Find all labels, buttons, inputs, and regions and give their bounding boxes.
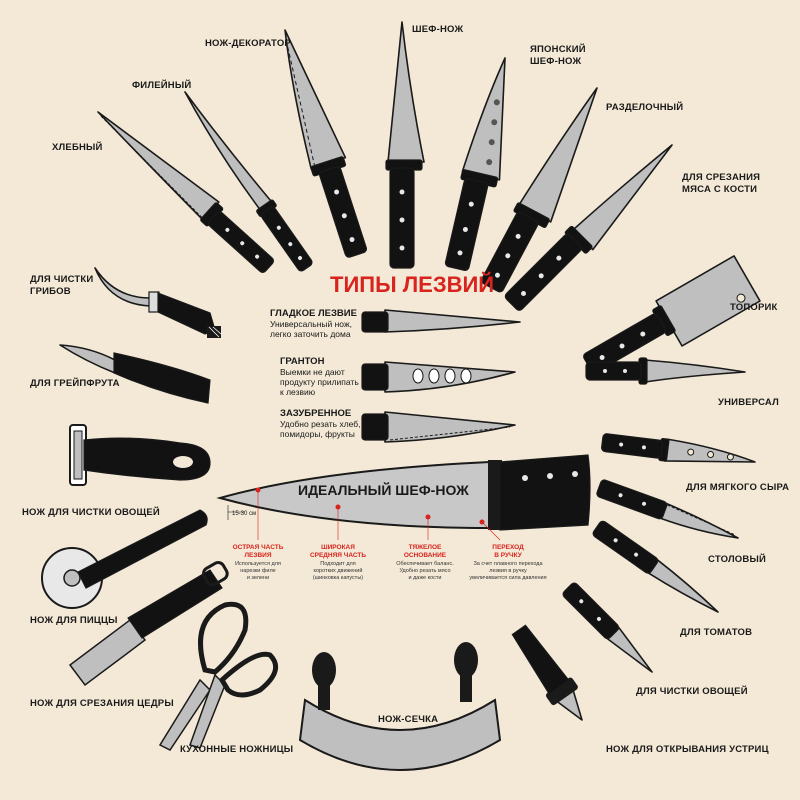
svg-text:Выемки не дают: Выемки не дают: [280, 367, 345, 377]
label-mezzaluna: НОЖ-СЕЧКА: [378, 714, 438, 725]
label-tomato: ДЛЯ ТОМАТОВ: [680, 627, 752, 638]
label-bread: ХЛЕБНЫЙ: [52, 141, 103, 153]
svg-text:ГРАНТОН: ГРАНТОН: [280, 356, 325, 367]
svg-text:и даже кости: и даже кости: [408, 575, 441, 581]
svg-text:продукту прилипать: продукту прилипать: [280, 377, 359, 387]
ideal-part-bolster: ПЕРЕХОД В РУЧКУ За счет плавного переход…: [469, 544, 546, 581]
label-boning-2: МЯСА С КОСТИ: [682, 184, 757, 195]
label-zester: НОЖ ДЛЯ СРЕЗАНИЯ ЦЕДРЫ: [30, 698, 174, 709]
svg-text:Удобно резать мясо: Удобно резать мясо: [399, 568, 450, 574]
svg-text:Используется для: Используется для: [235, 561, 281, 567]
mezzaluna: [298, 642, 502, 771]
paring-knife: [562, 582, 653, 673]
ideal-part-heel: ТЯЖЕЛОЕ ОСНОВАНИЕ Обеспечивает баланс. У…: [396, 544, 454, 581]
universal-knife: [585, 357, 746, 385]
svg-text:ОСНОВАНИЕ: ОСНОВАНИЕ: [404, 552, 447, 559]
svg-text:увеличивается сила давления: увеличивается сила давления: [469, 575, 546, 581]
ideal-chef-knife: [216, 454, 591, 541]
label-scissors: КУХОННЫЕ НОЖНИЦЫ: [180, 744, 293, 755]
label-paring: ДЛЯ ЧИСТКИ ОВОЩЕЙ: [636, 685, 748, 697]
granton-blade: [361, 361, 516, 393]
svg-text:(шинковка капусты): (шинковка капусты): [313, 575, 363, 581]
blade-types-title: ТИПЫ ЛЕЗВИЙ: [330, 272, 494, 297]
vegetable-peeler: [69, 424, 211, 486]
svg-text:СРЕДНЯЯ ЧАСТЬ: СРЕДНЯЯ ЧАСТЬ: [310, 552, 366, 559]
blade-type-smooth-label: ГЛАДКОЕ ЛЕЗВИЕ Универсальный нож, легко …: [270, 308, 357, 339]
bread-knife: [97, 111, 274, 273]
svg-text:легко заточить дома: легко заточить дома: [270, 329, 351, 339]
svg-text:ГЛАДКОЕ ЛЕЗВИЕ: ГЛАДКОЕ ЛЕЗВИЕ: [270, 308, 357, 319]
svg-text:лезвия в ручку: лезвия в ручку: [489, 568, 527, 574]
tomato-knife: [592, 520, 719, 613]
label-universal: УНИВЕРСАЛ: [718, 397, 779, 408]
svg-text:ПЕРЕХОД: ПЕРЕХОД: [492, 544, 524, 551]
ideal-part-middle: ШИРОКАЯ СРЕДНЯЯ ЧАСТЬ Подходит для корот…: [310, 544, 366, 581]
svg-text:В РУЧКУ: В РУЧКУ: [494, 552, 522, 559]
label-boning-1: ДЛЯ СРЕЗАНИЯ: [682, 172, 760, 183]
blade-type-serrated-label: ЗАЗУБРЕННОЕ Удобно резать хлеб, помидоры…: [280, 408, 361, 439]
svg-text:Универсальный нож,: Универсальный нож,: [270, 319, 352, 329]
svg-text:и зелени: и зелени: [247, 575, 269, 581]
oyster-knife: [511, 624, 583, 721]
label-japanese-2: ШЕФ-НОЖ: [530, 56, 581, 67]
svg-text:ЗАЗУБРЕННОЕ: ЗАЗУБРЕННОЕ: [280, 408, 351, 419]
serrated-blade: [361, 411, 516, 443]
boning-knife: [504, 144, 673, 311]
zester: [68, 561, 229, 687]
label-peeler: НОЖ ДЛЯ ЧИСТКИ ОВОЩЕЙ: [22, 506, 160, 518]
svg-text:ОСТРАЯ ЧАСТЬ: ОСТРАЯ ЧАСТЬ: [233, 544, 284, 551]
label-cheese: ДЛЯ МЯГКОГО СЫРА: [686, 482, 789, 493]
label-mushroom-2: ГРИБОВ: [30, 286, 71, 297]
kitchen-scissors: [158, 601, 279, 751]
svg-text:Удобно резать хлеб,: Удобно резать хлеб,: [280, 419, 361, 429]
label-oyster: НОЖ ДЛЯ ОТКРЫВАНИЯ УСТРИЦ: [606, 744, 769, 755]
svg-text:нарезки филе: нарезки филе: [240, 568, 276, 574]
mushroom-knife: [94, 267, 222, 338]
label-mushroom-1: ДЛЯ ЧИСТКИ: [30, 274, 93, 285]
svg-text:За счет плавного перехода: За счет плавного перехода: [473, 561, 543, 567]
decorator-knife: [284, 29, 367, 258]
carving-knife: [481, 87, 598, 293]
grapefruit-knife: [59, 344, 211, 404]
label-cleaver: ТОПОРИК: [730, 302, 778, 313]
label-pizza: НОЖ ДЛЯ ПИЦЦЫ: [30, 615, 118, 626]
ideal-part-tip: ОСТРАЯ ЧАСТЬ ЛЕЗВИЯ Используется для нар…: [233, 544, 284, 581]
label-fillet: ФИЛЕЙНЫЙ: [132, 79, 191, 91]
label-grapefruit: ДЛЯ ГРЕЙПФРУТА: [30, 377, 120, 389]
label-decorator: НОЖ-ДЕКОРАТОР: [205, 38, 291, 49]
svg-text:ЛЕЗВИЯ: ЛЕЗВИЯ: [244, 552, 271, 559]
chef-knife: [385, 21, 425, 269]
label-japanese-1: ЯПОНСКИЙ: [530, 43, 586, 55]
svg-text:Подходит для: Подходит для: [320, 561, 355, 567]
ideal-knife-title: ИДЕАЛЬНЫЙ ШЕФ-НОЖ: [298, 481, 469, 498]
svg-text:к лезвию: к лезвию: [280, 387, 316, 397]
label-chef: ШЕФ-НОЖ: [412, 24, 463, 35]
fillet-knife: [184, 91, 313, 272]
smooth-blade: [361, 309, 521, 333]
svg-text:ТЯЖЕЛОЕ: ТЯЖЕЛОЕ: [409, 544, 442, 551]
svg-text:ШИРОКАЯ: ШИРОКАЯ: [321, 544, 355, 551]
blade-type-granton-label: ГРАНТОН Выемки не дают продукту прилипат…: [280, 356, 359, 397]
svg-text:Обеспечивает баланс.: Обеспечивает баланс.: [396, 561, 454, 567]
label-carving: РАЗДЕЛОЧНЫЙ: [606, 101, 683, 113]
svg-text:помидоры, фрукты: помидоры, фрукты: [280, 429, 355, 439]
soft-cheese-knife: [601, 433, 756, 463]
japanese-chef-knife: [444, 57, 506, 271]
cleaver: [583, 255, 761, 374]
pizza-cutter: [41, 509, 208, 609]
ideal-knife-length: 15-30 см: [232, 511, 256, 517]
label-table: СТОЛОВЫЙ: [708, 553, 766, 565]
table-knife: [596, 479, 739, 539]
svg-text:коротких движений: коротких движений: [314, 567, 363, 574]
